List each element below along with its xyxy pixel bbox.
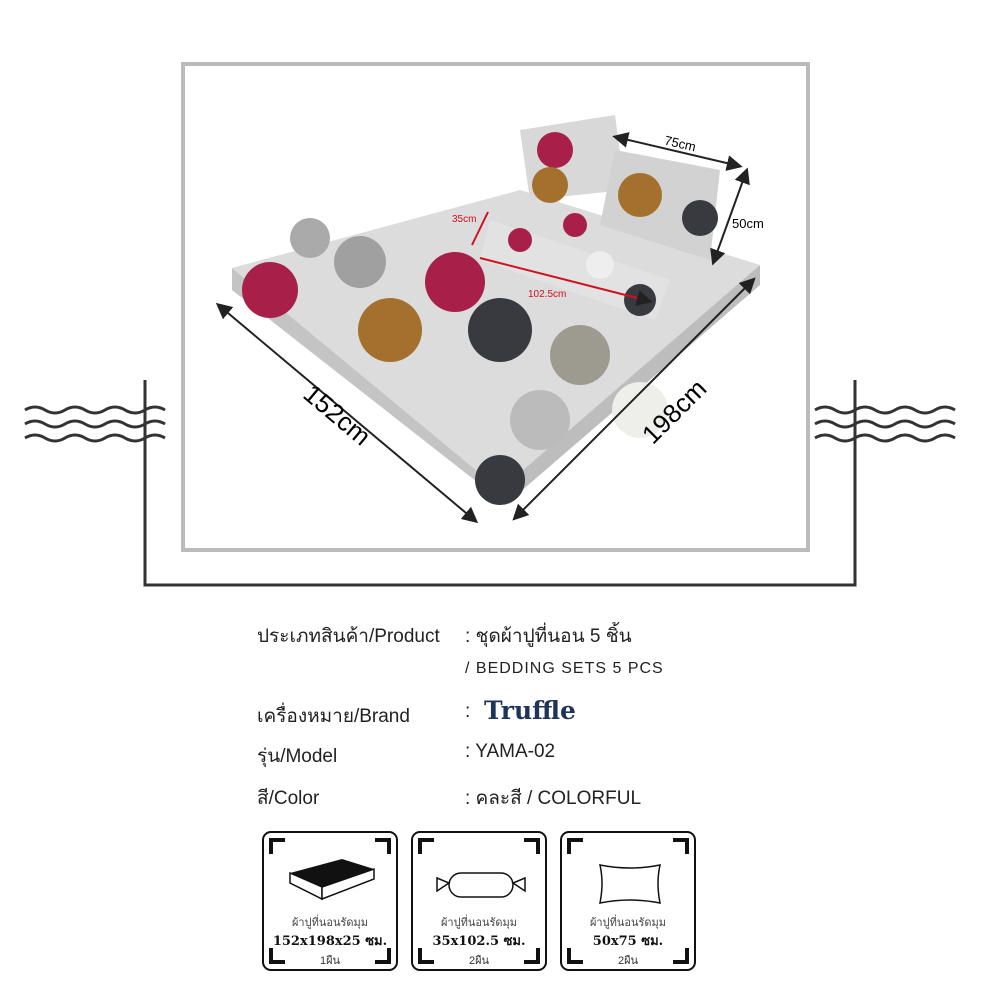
color-value: : คละสี / COLORFUL [465,788,642,809]
product-value: : ชุดผ้าปูที่นอน 5 ชิ้น [465,626,632,647]
truffle-logo: Truffle [484,696,576,725]
bolster-length-label: 102.5cm [528,289,566,300]
item-qty: 2ผืน [617,955,639,967]
product-label: ประเภทสินค้า/Product [257,626,440,647]
item-qty: 2ผืน [468,955,490,967]
item-name: ผ้าปูที่นอนรัดมุม [440,917,518,929]
pillow-width-label: 75cm [663,133,697,155]
item-size: 35x102.5 ซม. [432,934,526,949]
bolster-icon [436,872,526,898]
model-value: : YAMA-02 [465,741,556,762]
color-label: สี/Color [257,788,320,809]
brand-colon: : [465,701,471,722]
item-card-fitted-sheet: ผ้าปูที่นอนรัดมุม 152x198x25 ซม. 1ผืน [262,831,398,971]
dimension-arrows [215,132,756,524]
pillow-icon [599,864,661,904]
product-value-en: / BEDDING SETS 5 PCS [465,660,664,677]
item-name: ผ้าปูที่นอนรัดมุม [291,917,369,929]
mattress-icon [289,859,375,901]
pillow-height-label: 50cm [732,216,764,231]
product-photo: 152cm 198cm 75cm 50cm 102.5cm 35cm [24,62,956,587]
item-card-pillow: ผ้าปูที่นอนรัดมุม 50x75 ซม. 2ผืน [560,831,696,971]
brand-label: เครื่องหมาย/Brand [257,706,410,727]
item-size: 50x75 ซม. [592,934,664,949]
decorative-frame [24,380,956,587]
item-qty: 1ผืน [319,955,341,967]
item-card-bolster: ผ้าปูที่นอนรัดมุม 35x102.5 ซม. 2ผืน [411,831,547,971]
item-size: 152x198x25 ซม. [272,934,388,949]
item-name: ผ้าปูที่นอนรัดมุม [589,917,667,929]
bolster-diameter-label: 35cm [452,214,476,225]
model-label: รุ่น/Model [257,746,338,767]
